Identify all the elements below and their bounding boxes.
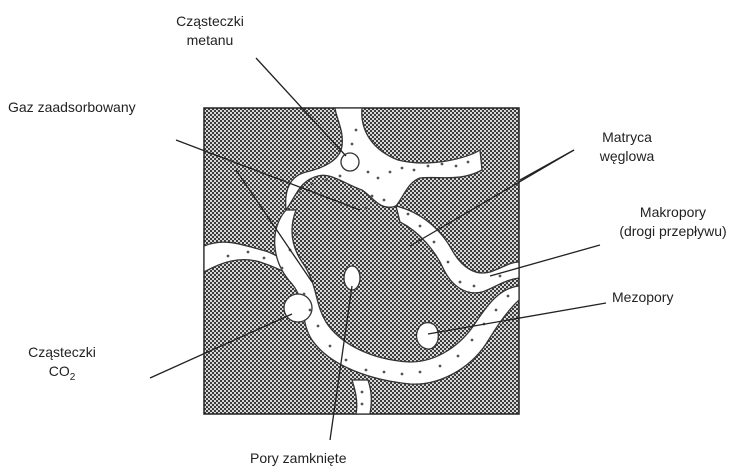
- label-co2-line1: Cząsteczki: [12, 343, 112, 362]
- label-co2-molecules: Cząsteczki CO2: [12, 343, 112, 387]
- label-methane-line2: metanu: [164, 31, 256, 50]
- label-macropores-line2: (drogi przepływu): [608, 222, 738, 241]
- methane-molecule: [341, 153, 359, 171]
- label-co2-line2: CO2: [12, 362, 112, 387]
- label-methane-molecules: Cząsteczki metanu: [164, 12, 256, 50]
- label-adsorbed-gas: Gaz zaadsorbowany: [8, 98, 136, 117]
- label-matrix-line2: węglowa: [585, 147, 669, 166]
- label-matrix-line1: Matryca: [585, 128, 669, 147]
- label-co2-formula: CO: [49, 363, 70, 379]
- label-macropores: Makropory (drogi przepływu): [608, 203, 738, 241]
- label-macropores-line1: Makropory: [608, 203, 738, 222]
- label-mesopores: Mezopory: [612, 288, 673, 307]
- label-co2-subscript: 2: [70, 372, 76, 383]
- label-closed-pores: Pory zamknięte: [250, 449, 346, 468]
- mesopore-pocket: [417, 323, 439, 349]
- label-coal-matrix: Matryca węglowa: [585, 128, 669, 166]
- label-methane-line1: Cząsteczki: [164, 12, 256, 31]
- co2-molecule: [284, 294, 312, 322]
